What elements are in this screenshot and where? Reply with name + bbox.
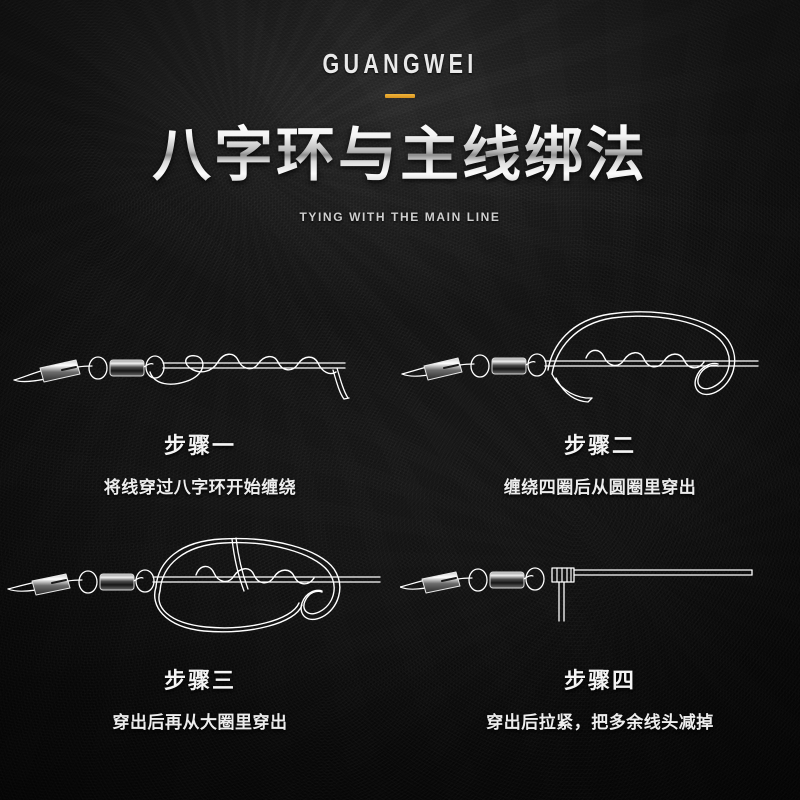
step-2-captions: 步骤二 缠绕四圈后从圆圈里穿出 (400, 428, 800, 498)
swivel-pass-through-big-loop-icon (7, 537, 381, 633)
step-2-description: 缠绕四圈后从圆圈里穿出 (503, 478, 697, 497)
page-title: 八字环与主线绑法 (0, 122, 800, 188)
step-4-description: 穿出后拉紧，把多余线头减掉 (486, 713, 714, 732)
step-3-captions: 步骤三 穿出后再从大圈里穿出 (0, 663, 400, 733)
swivel-line-through-ring-wrapping-icon (13, 353, 350, 400)
step-4-diagram (400, 535, 800, 675)
step-1-description: 将线穿过八字环开始缠绕 (103, 478, 297, 497)
step-1: 步骤一 将线穿过八字环开始缠绕 (0, 300, 400, 535)
poster-header: GUANGWEI 八字环与主线绑法 TYING WITH THE MAIN LI… (0, 0, 800, 224)
step-1-captions: 步骤一 将线穿过八字环开始缠绕 (0, 428, 400, 498)
step-3-title: 步骤三 (163, 668, 236, 693)
step-1-title: 步骤一 (163, 433, 236, 458)
swivel-tightened-trim-tag-end-icon (400, 567, 753, 622)
swivel-four-wraps-through-loop-icon (401, 311, 759, 403)
step-2: 步骤二 缠绕四圈后从圆圈里穿出 (400, 300, 800, 535)
step-2-diagram (400, 300, 800, 440)
step-4-title: 步骤四 (563, 668, 636, 693)
brand-logo: GUANGWEI (322, 48, 478, 80)
step-4-captions: 步骤四 穿出后拉紧，把多余线头减掉 (400, 663, 800, 733)
page-subtitle: TYING WITH THE MAIN LINE (299, 210, 501, 225)
step-2-title: 步骤二 (563, 433, 636, 458)
step-1-diagram (0, 300, 400, 440)
step-3: 步骤三 穿出后再从大圈里穿出 (0, 535, 400, 770)
brand-accent-divider (385, 94, 415, 98)
steps-grid: 步骤一 将线穿过八字环开始缠绕 (0, 300, 800, 770)
step-4: 步骤四 穿出后拉紧，把多余线头减掉 (400, 535, 800, 770)
step-3-diagram (0, 535, 400, 675)
step-3-description: 穿出后再从大圈里穿出 (112, 713, 288, 732)
